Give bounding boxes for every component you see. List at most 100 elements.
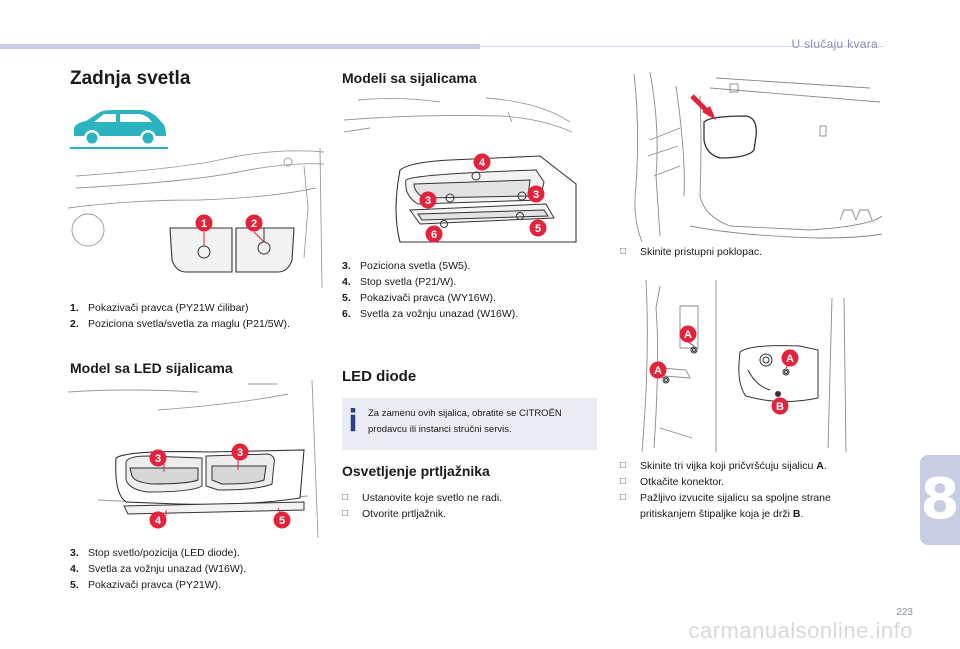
callout-marker-3b bbox=[231, 443, 249, 461]
rear-light-figure-bulbs: 4 3 3 6 5 bbox=[343, 97, 577, 243]
callout-marker-5 bbox=[273, 511, 291, 529]
trunk-access-cover-figure bbox=[633, 71, 883, 243]
callout-marker-3b bbox=[527, 185, 545, 203]
callout-marker-3 bbox=[419, 191, 437, 209]
section-title-bulb-models: Modeli sa sijalicama bbox=[342, 70, 477, 86]
header-bar bbox=[0, 44, 480, 49]
checkbox-bullet-icon: □ bbox=[620, 476, 627, 487]
item-number: 2. bbox=[70, 318, 79, 330]
item-text: Svetla za vožnju unazad (W16W). bbox=[88, 563, 247, 575]
callout-label-4: 4 bbox=[479, 157, 486, 169]
checkbox-bullet-icon: □ bbox=[620, 492, 627, 503]
callout-marker-a bbox=[679, 325, 697, 343]
callout-label-1: 1 bbox=[201, 218, 207, 230]
callout-label-2: 2 bbox=[251, 218, 257, 230]
list-item: □ Otkačite konektor. bbox=[620, 474, 882, 490]
rear-light-figure-1: 1 2 bbox=[67, 147, 325, 289]
bulb-steps: □ Skinite tri vijka koji pričvršćuju sija… bbox=[620, 458, 882, 522]
step-text: Pažljivo izvucite sijalicu sa spoljne st… bbox=[640, 492, 831, 520]
checkbox-bullet-icon: □ bbox=[342, 508, 349, 519]
page-number: 223 bbox=[896, 607, 913, 618]
trunk-bulb-figure: A A A B bbox=[641, 279, 847, 453]
callout-label-4: 4 bbox=[155, 515, 162, 527]
list-item: 3. Poziciona svetla (5W5). bbox=[342, 258, 592, 274]
callout-label-3: 3 bbox=[155, 453, 161, 465]
callout-label-a: A bbox=[684, 329, 692, 341]
rear-light-figure-led: 3 3 4 5 bbox=[67, 379, 319, 539]
callout-label-3: 3 bbox=[425, 195, 431, 207]
callout-marker-2 bbox=[245, 214, 263, 232]
callout-label-5: 5 bbox=[535, 223, 541, 235]
info-icon bbox=[350, 408, 356, 432]
list-item: 6.Svetla za vožnju unazad (W16W). bbox=[342, 306, 592, 322]
list-item: □ Skinite pristupni poklopac. bbox=[620, 244, 880, 260]
list-fig3: 3. Poziciona svetla (5W5). 4. Stop svetla … bbox=[342, 258, 592, 322]
checkbox-bullet-icon: □ bbox=[342, 492, 349, 503]
watermark: carmanualsonline.info bbox=[688, 618, 913, 643]
item-number: 1. bbox=[70, 302, 79, 314]
item-number: 3. bbox=[342, 260, 351, 272]
item-text: Pokazivači pravca (PY21W). bbox=[88, 579, 222, 591]
step-text: Skinite tri vijka koji pričvršćuju sijal… bbox=[640, 460, 817, 472]
info-note: Za zamenu ovih sijalica, obratite se CIT… bbox=[342, 398, 597, 450]
callout-marker-a2 bbox=[649, 361, 667, 379]
item-number: 4. bbox=[342, 276, 351, 288]
subtitle-led-model: Model sa LED sijalicama bbox=[70, 360, 233, 376]
callout-label-3b: 3 bbox=[533, 189, 539, 201]
checkbox-bullet-icon: □ bbox=[620, 246, 627, 257]
trunk-steps: □ Ustanovite koje svetlo ne radi. □ Otvori… bbox=[342, 490, 592, 522]
list-fig2: 3. Stop svetlo/pozicija (LED diode). 4. Sv… bbox=[70, 545, 300, 593]
chapter-tab: 8 bbox=[920, 455, 960, 545]
section-title-rear-lights: Zadnja svetla bbox=[70, 68, 191, 89]
callout-label-6: 6 bbox=[431, 229, 437, 241]
callout-marker-5 bbox=[529, 219, 547, 237]
arrow-icon bbox=[702, 106, 716, 120]
callout-marker-4 bbox=[473, 153, 491, 171]
section-title-led: LED diode bbox=[342, 368, 417, 385]
item-text: Poziciona svetla/svetla za maglu (P21/5W… bbox=[88, 318, 290, 330]
callout-marker-6 bbox=[425, 225, 443, 243]
step-text: Skinite pristupni poklopac. bbox=[640, 246, 762, 258]
callout-label-a3: A bbox=[786, 353, 794, 365]
callout-label-5: 5 bbox=[279, 515, 285, 527]
step-bold-a: A bbox=[816, 460, 824, 472]
list-item: 5. Pokazivači pravca (PY21W). bbox=[70, 577, 300, 593]
item-text: Poziciona svetla (5W5). bbox=[360, 260, 471, 272]
section-title-trunk-light: Osvetljenje prtljažnika bbox=[342, 463, 490, 479]
checkbox-bullet-icon: □ bbox=[620, 460, 627, 471]
list-item: 3. Stop svetlo/pozicija (LED diode). bbox=[70, 545, 300, 561]
list-item: 2. Poziciona svetla/svetla za maglu (P21/… bbox=[70, 316, 300, 332]
list-item: 5. Pokazivači pravca (WY16W). bbox=[342, 290, 592, 306]
item-text: Stop svetla (P21/W). bbox=[360, 276, 457, 288]
step-text: Otkačite konektor. bbox=[640, 476, 725, 488]
list-item: □ Otvorite prtljažnik. bbox=[342, 506, 592, 522]
car-icon bbox=[70, 110, 168, 149]
step-remove-cover: □ Skinite pristupni poklopac. bbox=[620, 244, 880, 260]
header-rule bbox=[480, 46, 885, 47]
list-fig1: 1. Pokazivači pravca (PY21W ćilibar) 2. Po… bbox=[70, 300, 300, 332]
item-number: 5. bbox=[342, 292, 351, 304]
item-text: Pokazivači pravca (PY21W ćilibar) bbox=[88, 302, 249, 314]
item-text: Svetla za vožnju unazad (W16W). bbox=[360, 308, 519, 320]
item-text: Stop svetlo/pozicija (LED diode). bbox=[88, 547, 240, 559]
callout-label-3b: 3 bbox=[237, 447, 243, 459]
list-item: □ Skinite tri vijka koji pričvršćuju sija… bbox=[620, 460, 827, 472]
callout-label-b: B bbox=[776, 401, 784, 413]
list-item: 4. Stop svetla (P21/W). bbox=[342, 274, 592, 290]
chapter-number: 8 bbox=[920, 467, 960, 532]
list-item: 1. Pokazivači pravca (PY21W ćilibar) bbox=[70, 300, 300, 316]
list-item: 4. Svetla za vožnju unazad (W16W). bbox=[70, 561, 300, 577]
list-item: □ Pažljivo izvucite sijalicu sa spoljne s… bbox=[620, 492, 831, 520]
item-number: 5. bbox=[70, 579, 79, 591]
step-text: Ustanovite koje svetlo ne radi. bbox=[362, 492, 503, 504]
chapter-title: U slučaju kvara bbox=[791, 37, 878, 51]
item-number: 4. bbox=[70, 563, 79, 575]
callout-marker-a3 bbox=[781, 349, 799, 367]
step-bold-b: B bbox=[792, 508, 801, 520]
step-text: Otvorite prtljažnik. bbox=[362, 508, 447, 520]
list-item: □ Ustanovite koje svetlo ne radi. bbox=[342, 490, 592, 506]
info-note-text: Za zamenu ovih sijalica, obratite se CIT… bbox=[368, 408, 562, 435]
callout-label-a2: A bbox=[654, 365, 662, 377]
item-number: 3. bbox=[70, 547, 79, 559]
item-text: Pokazivači pravca (WY16W). bbox=[360, 292, 496, 304]
